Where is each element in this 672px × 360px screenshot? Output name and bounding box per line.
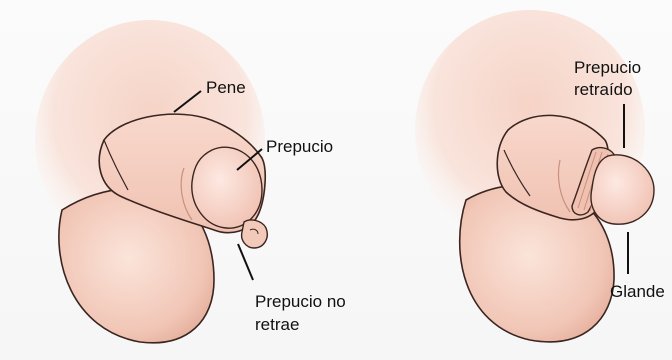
label-prepucio-no-retrae-line2: retrae [255,314,299,335]
left-foreskin-tip [192,147,262,228]
label-prepucio-retraido-line1: Prepucio [574,57,641,78]
label-prepucio-retraido-line2: retraído [574,79,633,100]
leader-prepucio-no-retrae [238,244,253,280]
right-glans [591,155,654,224]
label-prepucio-no-retrae-line1: Prepucio no [255,291,346,312]
label-glande: Glande [610,281,665,302]
label-pene: Pene [206,77,246,98]
left-figure [35,20,267,343]
left-foreskin-nozzle [242,220,268,248]
label-prepucio: Prepucio [266,136,333,157]
